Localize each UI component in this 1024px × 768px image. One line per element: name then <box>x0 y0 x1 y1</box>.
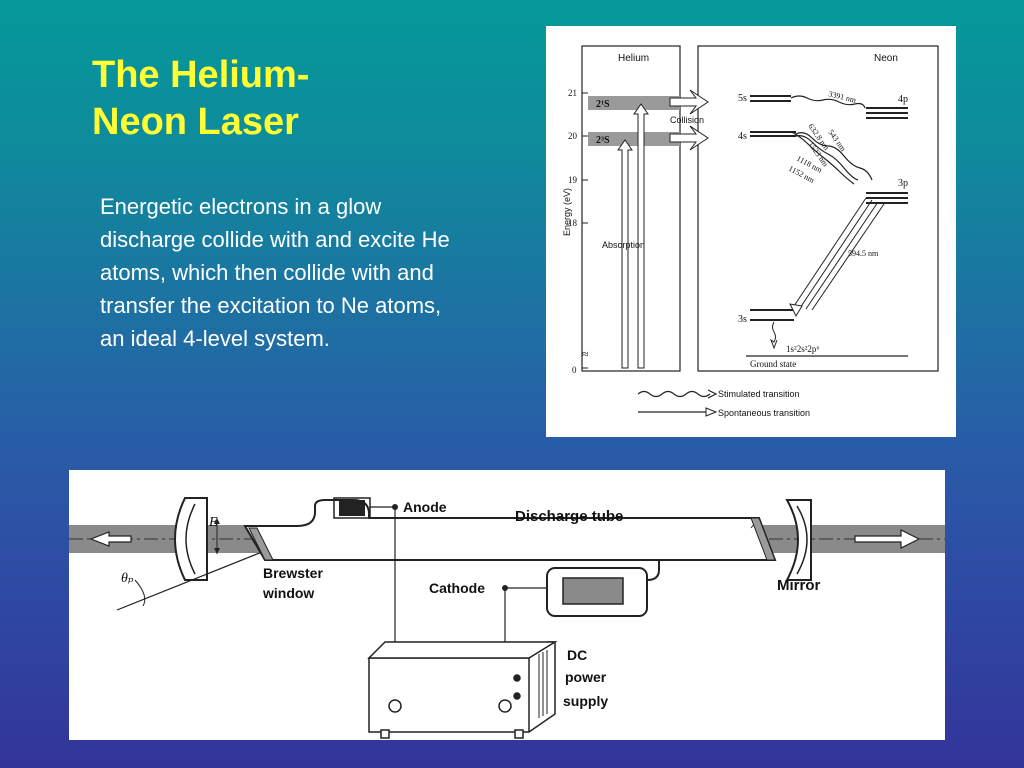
brewster-angle-line <box>116 545 278 611</box>
brewster-label-1: Brewster <box>263 565 323 581</box>
discharge-tube <box>243 499 777 561</box>
dc-label-3: supply <box>563 693 608 709</box>
absorption-label: Absorption <box>602 240 645 250</box>
brewster-label-2: window <box>262 585 314 601</box>
stimulated-transitions <box>790 95 873 185</box>
laser-schematic: E θₚ Anode Discharge tube Cathode Brewst… <box>69 470 945 740</box>
dc-label-2: power <box>565 669 607 685</box>
left-beam-arrow <box>89 531 132 547</box>
left-mirror <box>174 497 208 581</box>
energy-ticks <box>582 92 588 369</box>
he-level-2-3s <box>588 132 680 146</box>
anode-electrode <box>339 500 365 516</box>
tick-20: 20 <box>568 131 578 141</box>
title-line-2: Neon Laser <box>92 101 299 143</box>
brewster-window-right <box>750 517 776 561</box>
title-line-1: The Helium- <box>92 54 310 96</box>
legend-stimulated-symbol <box>637 390 711 398</box>
ne-level-3p: 3p <box>898 178 908 189</box>
helium-box <box>581 45 681 372</box>
axis-break: ≈ <box>582 347 589 361</box>
ne-level-4p: 4p <box>898 94 908 105</box>
absorption-arrows <box>617 103 649 369</box>
energy-level-diagram: Helium Neon Energy (eV) 21 20 19 18 0 ≈ … <box>546 26 956 437</box>
right-beam-arrow <box>854 529 921 549</box>
tick-21: 21 <box>568 88 577 98</box>
tick-19: 19 <box>568 175 578 185</box>
helium-label: Helium <box>618 53 649 64</box>
ne-level-3s: 3s <box>738 314 747 325</box>
mirror-label: Mirror <box>777 577 821 594</box>
ground-config: 1s²2s²2p⁶ <box>786 344 820 354</box>
slide-title: The Helium- Neon Laser <box>92 52 452 146</box>
theta-symbol: θₚ <box>121 571 134 586</box>
ne-level-5s: 5s <box>738 93 747 104</box>
e-symbol: E <box>208 515 218 530</box>
legend-stimulated: Stimulated transition <box>718 389 800 399</box>
brewster-window-left <box>248 527 274 561</box>
he-label-upper: 2¹S <box>596 99 610 110</box>
dc-label-1: DC <box>567 647 587 663</box>
cathode-label: Cathode <box>429 580 485 596</box>
body-paragraph: Energetic electrons in a glow discharge … <box>100 194 450 351</box>
ground-state-label: Ground state <box>750 359 796 369</box>
dc-power-supply <box>367 641 558 739</box>
legend-spontaneous: Spontaneous transition <box>718 408 810 418</box>
neon-levels <box>750 95 908 321</box>
spontaneous-transitions <box>789 197 885 318</box>
neon-box <box>697 45 939 372</box>
vent-grille <box>538 650 548 718</box>
right-mirror <box>785 499 812 581</box>
anode-label: Anode <box>403 499 447 515</box>
tick-0: 0 <box>572 365 577 375</box>
wl-3391: 3391 nm <box>828 89 858 105</box>
he-label-lower: 2³S <box>596 135 610 146</box>
decay-arrow <box>769 321 778 350</box>
discharge-tube-label: Discharge tube <box>515 508 623 525</box>
cathode-electrode <box>562 577 624 605</box>
he-level-2-1s <box>588 96 680 110</box>
collision-label: Collision <box>670 115 704 125</box>
collision-arrows <box>669 89 709 151</box>
tick-18: 18 <box>568 218 578 228</box>
wl-594: 594.5 nm <box>848 249 879 258</box>
energy-axis-label: Energy (eV) <box>562 188 572 236</box>
neon-label: Neon <box>874 53 898 64</box>
ne-level-4s: 4s <box>738 131 747 142</box>
